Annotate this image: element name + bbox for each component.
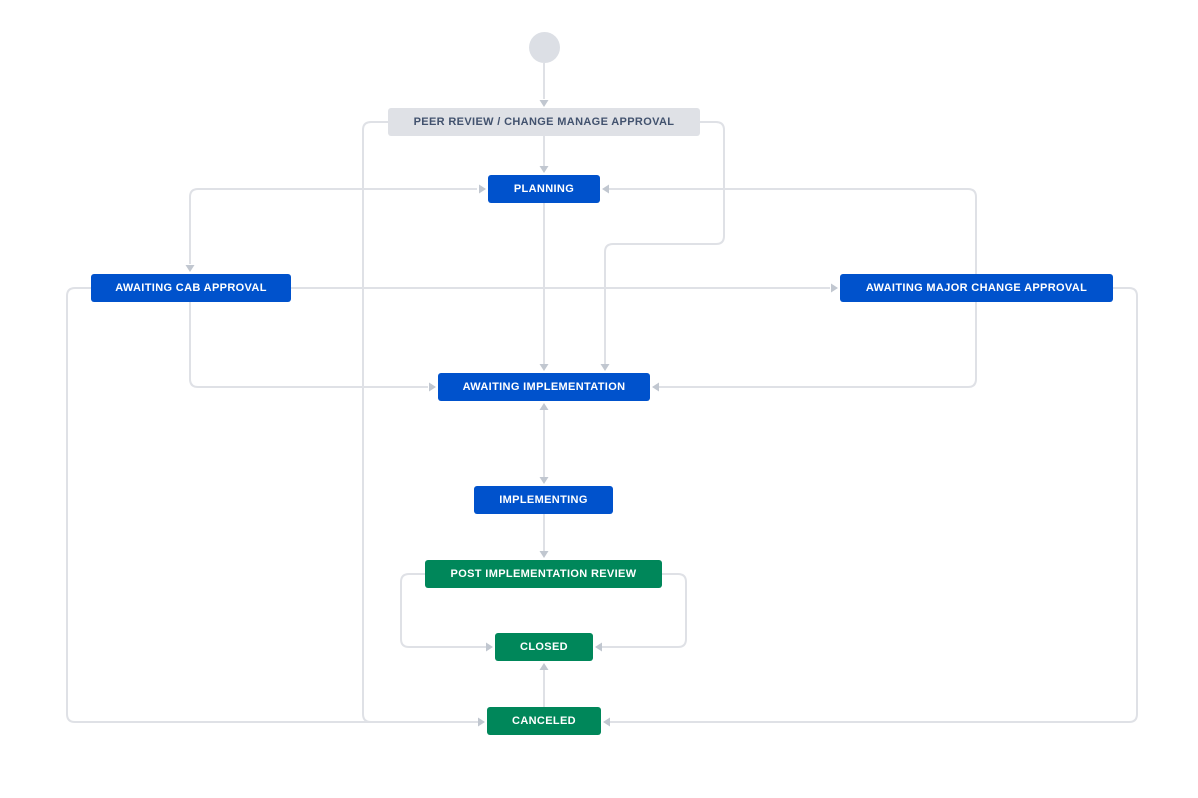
edge-canceled-to-closed	[539, 663, 549, 707]
node-awaiting-cab-approval[interactable]: AWAITING CAB APPROVAL	[91, 274, 291, 302]
edge-awaiting-cab-approval-to-awaiting-major-change-approval	[291, 283, 838, 293]
edge-post-implementation-review-to-closed-right	[595, 573, 687, 652]
edge-awaiting-cab-approval-to-canceled	[66, 287, 485, 727]
node-canceled[interactable]: CANCELED	[487, 707, 601, 735]
node-closed[interactable]: CLOSED	[495, 633, 593, 661]
edge-implementing-to-post-implementation-review	[539, 514, 549, 558]
edge-planning-to-awaiting-implementation	[539, 203, 549, 371]
edge-awaiting-implementation-implementing-both-ways	[539, 403, 549, 484]
edge-peer-review-to-canceled	[362, 121, 478, 723]
edge-planning-awaiting-cab-approval-both-ways	[185, 184, 486, 272]
edge-awaiting-cab-approval-to-awaiting-implementation	[189, 302, 436, 392]
edge-start-to-peer-review	[539, 63, 549, 107]
node-awaiting-implementation[interactable]: AWAITING IMPLEMENTATION	[438, 373, 650, 401]
edge-peer-review-to-planning	[539, 136, 549, 173]
edge-awaiting-major-change-approval-to-planning	[602, 184, 977, 274]
start-node[interactable]	[529, 32, 560, 63]
edge-post-implementation-review-to-closed-left	[400, 573, 493, 652]
node-peer-review[interactable]: PEER REVIEW / CHANGE MANAGE APPROVAL	[388, 108, 700, 136]
node-planning[interactable]: PLANNING	[488, 175, 600, 203]
edge-awaiting-major-change-approval-to-awaiting-implementation	[652, 302, 977, 392]
node-post-implementation-review[interactable]: POST IMPLEMENTATION REVIEW	[425, 560, 662, 588]
node-awaiting-major-change-approval[interactable]: AWAITING MAJOR CHANGE APPROVAL	[840, 274, 1113, 302]
node-implementing[interactable]: IMPLEMENTING	[474, 486, 613, 514]
edge-peer-review-to-awaiting-implementation	[600, 121, 725, 371]
edge-awaiting-major-change-approval-to-canceled	[603, 287, 1138, 727]
